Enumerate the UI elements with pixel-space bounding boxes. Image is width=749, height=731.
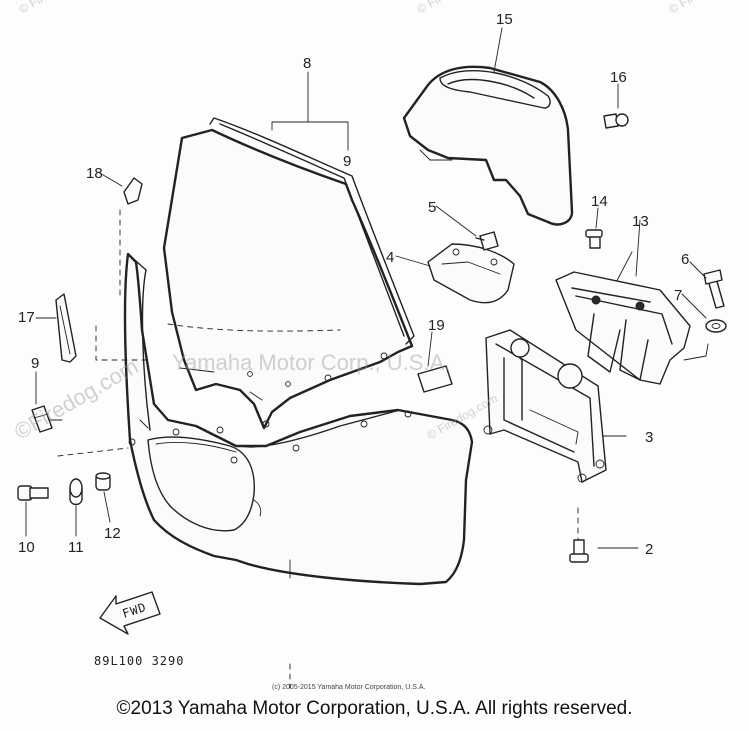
part-9-grommet bbox=[31, 405, 53, 433]
callout-10: 10 bbox=[18, 539, 35, 556]
part-19-label bbox=[417, 365, 453, 393]
callout-14: 14 bbox=[591, 193, 608, 210]
part-13-stay bbox=[555, 271, 691, 385]
callout-6: 6 bbox=[681, 251, 689, 268]
part-4-cover bbox=[427, 243, 515, 304]
callout-9-windshield-trim: 9 bbox=[343, 153, 351, 170]
callout-4: 4 bbox=[386, 249, 394, 266]
watermark-yamaha: Yamaha Motor Corp., U.S.A. bbox=[172, 350, 450, 375]
callout-15: 15 bbox=[496, 11, 513, 28]
callout-11: 11 bbox=[68, 539, 84, 556]
fairing-body bbox=[123, 252, 474, 586]
callout-2: 2 bbox=[645, 541, 653, 558]
callout-7: 7 bbox=[674, 287, 682, 304]
corner-watermark-mid: © Firedog.com bbox=[415, 0, 490, 17]
part-18-emblem bbox=[123, 177, 143, 205]
callout-12: 12 bbox=[104, 525, 121, 542]
callout-17: 17 bbox=[18, 309, 35, 326]
fine-print: (c) 2005-2015 Yamaha Motor Corporation, … bbox=[272, 684, 425, 691]
part-15-meter-cover bbox=[402, 65, 574, 226]
callout-18: 18 bbox=[86, 165, 103, 182]
fwd-arrow-icon: FWD bbox=[99, 591, 161, 635]
corner-watermark-left: © Firedog.com bbox=[17, 0, 92, 17]
callout-5: 5 bbox=[428, 199, 436, 216]
part-2-bolt bbox=[569, 539, 589, 563]
callout-numbers: 2 3 4 5 6 7 8 9 9 10 11 12 13 14 15 16 1… bbox=[18, 11, 689, 558]
part-3-frame bbox=[483, 329, 607, 483]
part-7-washer bbox=[705, 319, 727, 333]
part-14-bolt bbox=[585, 229, 603, 249]
callout-9-left: 9 bbox=[31, 355, 39, 372]
part-10-bolt bbox=[17, 485, 49, 501]
copyright-notice: ©2013 Yamaha Motor Corporation, U.S.A. A… bbox=[116, 698, 633, 719]
part-11-collar bbox=[69, 478, 83, 506]
drawing-number: 89L100 3290 bbox=[94, 654, 184, 668]
part-6-bolt bbox=[703, 269, 725, 309]
watermark-firedog: ©Firedog.com bbox=[10, 353, 142, 444]
part-5-screw bbox=[475, 231, 499, 251]
corner-watermark-right: © Firedog.com bbox=[667, 0, 742, 17]
callout-19: 19 bbox=[428, 317, 445, 334]
part-17-side-plate bbox=[55, 293, 77, 363]
callout-13: 13 bbox=[632, 213, 649, 230]
callout-8: 8 bbox=[303, 55, 311, 72]
part-12-grommet bbox=[95, 472, 111, 491]
callout-3: 3 bbox=[645, 429, 653, 446]
callout-16: 16 bbox=[610, 69, 627, 86]
part-8-windshield bbox=[162, 117, 415, 430]
part-16-screw bbox=[603, 113, 629, 129]
callout-leaders bbox=[25, 27, 707, 537]
